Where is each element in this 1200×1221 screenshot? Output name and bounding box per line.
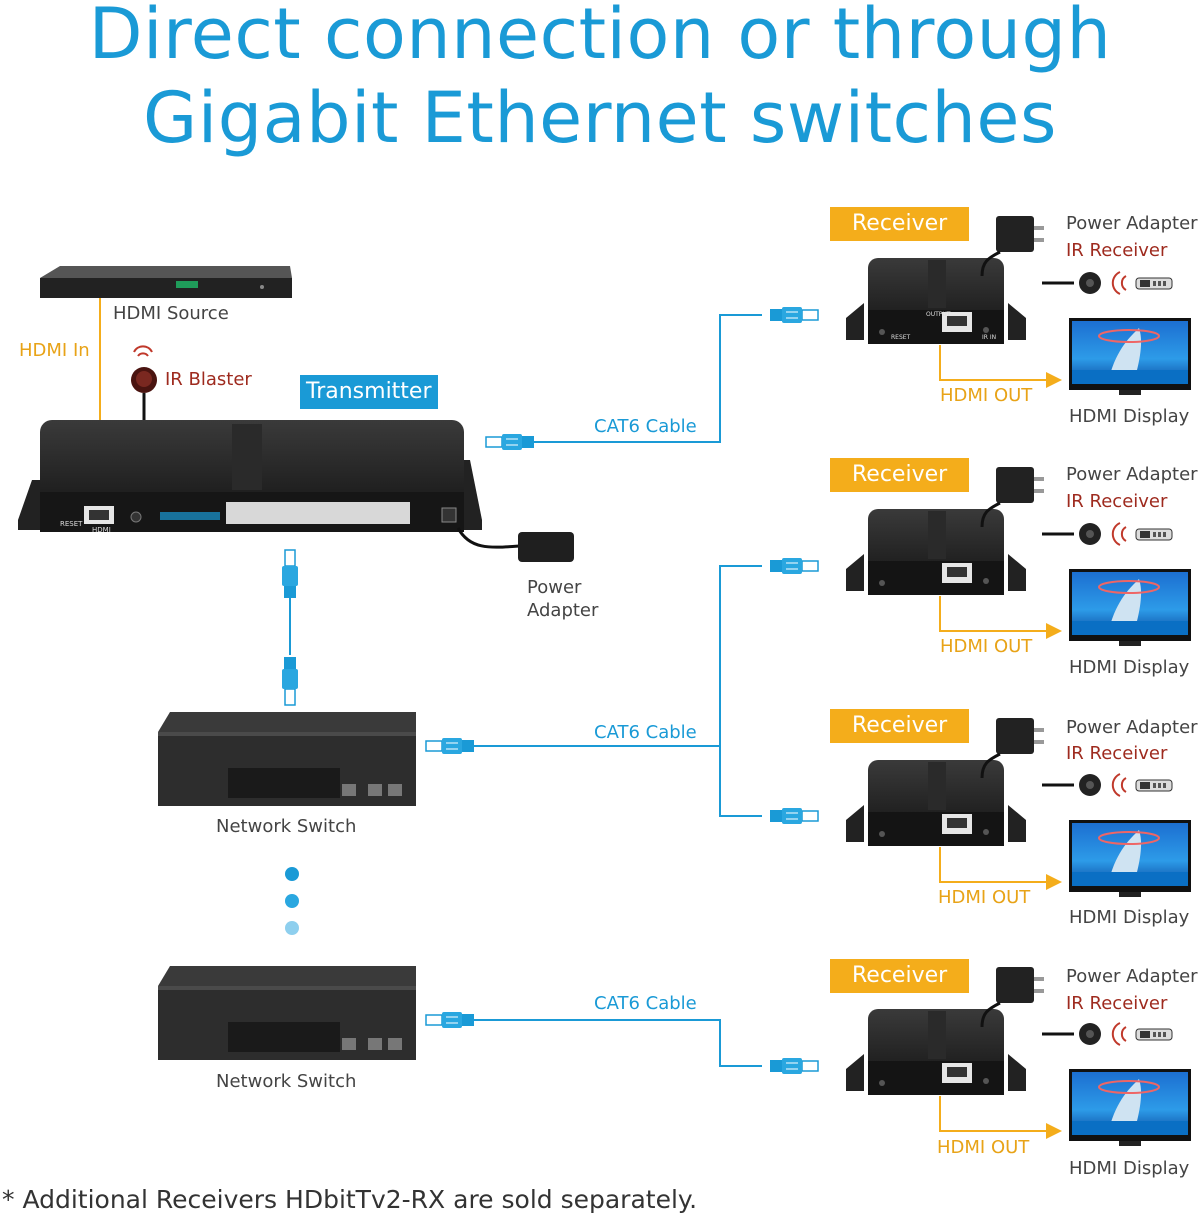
rx2-power-adapter-label: Power Adapter bbox=[1066, 464, 1198, 485]
more-dot bbox=[285, 894, 299, 908]
tx-power-adapter-label-1: Power bbox=[527, 577, 582, 598]
network-switch-2 bbox=[158, 966, 416, 1060]
receiver-badge-3: Receiver bbox=[830, 709, 970, 743]
rx4-power-adapter-label: Power Adapter bbox=[1066, 966, 1198, 987]
ir-blaster-icon bbox=[131, 345, 157, 420]
hdmi-source-device bbox=[40, 266, 292, 298]
ir-blaster-label: IR Blaster bbox=[165, 369, 252, 390]
transmitter-device bbox=[18, 420, 482, 532]
receiver-badge-1: Receiver bbox=[830, 207, 970, 241]
rx1-hdmi-out-label: HDMI OUT bbox=[940, 385, 1033, 406]
rx1-reset-marking: RESET bbox=[891, 334, 911, 341]
rx2-ir-receiver-label: IR Receiver bbox=[1066, 491, 1168, 512]
rx2-hdmi-out-label: HDMI OUT bbox=[940, 636, 1033, 657]
rx3-power-adapter-label: Power Adapter bbox=[1066, 717, 1198, 738]
transmitter-power-adapter bbox=[456, 527, 574, 562]
rx4-ir-receiver-label: IR Receiver bbox=[1066, 993, 1168, 1014]
receiver-badge-2: Receiver bbox=[830, 458, 970, 492]
receiver-group-3 bbox=[846, 718, 1192, 898]
cat6-plug-icon bbox=[281, 549, 299, 599]
receiver-group-4 bbox=[846, 967, 1192, 1147]
network-switch-label-1: Network Switch bbox=[216, 816, 357, 837]
tx-hdmi-marking: HDMI bbox=[92, 526, 111, 534]
cable-tx-rx1 bbox=[485, 306, 819, 451]
receiver-badge-4: Receiver bbox=[830, 959, 970, 993]
hdmi-source-label: HDMI Source bbox=[113, 303, 229, 324]
rx1-output-marking: OUTPUT bbox=[926, 311, 951, 318]
cat6-cable-label-2: CAT6 Cable bbox=[594, 722, 697, 743]
footer-note: * Additional Receivers HDbitTv2-RX are s… bbox=[2, 1185, 698, 1214]
more-dot bbox=[285, 867, 299, 881]
cat6-cable-label-3: CAT6 Cable bbox=[594, 993, 697, 1014]
rx3-hdmi-display-label: HDMI Display bbox=[1069, 907, 1190, 928]
title-line-2: Gigabit Ethernet switches bbox=[143, 77, 1057, 159]
rx4-hdmi-out-label: HDMI OUT bbox=[937, 1137, 1030, 1158]
rx4-hdmi-display-label: HDMI Display bbox=[1069, 1158, 1190, 1179]
cable-switch1-rx2-rx3 bbox=[425, 557, 819, 825]
more-dot bbox=[285, 921, 299, 935]
cable-switch2-rx4 bbox=[425, 1011, 819, 1075]
network-switch-label-2: Network Switch bbox=[216, 1071, 357, 1092]
rx1-ir-receiver-label: IR Receiver bbox=[1066, 240, 1168, 261]
rx3-hdmi-out-label: HDMI OUT bbox=[938, 887, 1031, 908]
rx1-ir-in-marking: IR IN bbox=[982, 334, 997, 341]
rx1-hdmi-display-label: HDMI Display bbox=[1069, 406, 1190, 427]
rx2-hdmi-display-label: HDMI Display bbox=[1069, 657, 1190, 678]
rx1-power-adapter-label: Power Adapter bbox=[1066, 213, 1198, 234]
tx-reset-marking: RESET bbox=[60, 520, 83, 528]
rx3-ir-receiver-label: IR Receiver bbox=[1066, 743, 1168, 764]
tx-power-adapter-label-2: Adapter bbox=[527, 600, 599, 621]
cat6-cable-label-1: CAT6 Cable bbox=[594, 416, 697, 437]
receiver-group-1 bbox=[846, 216, 1192, 396]
transmitter-badge: Transmitter bbox=[300, 375, 438, 409]
cat6-plug-icon bbox=[281, 656, 299, 706]
hdmi-in-label: HDMI In bbox=[19, 340, 90, 361]
receiver-group-2 bbox=[846, 467, 1192, 647]
title-line-1: Direct connection or through bbox=[88, 0, 1112, 75]
network-switch-1 bbox=[158, 712, 416, 806]
